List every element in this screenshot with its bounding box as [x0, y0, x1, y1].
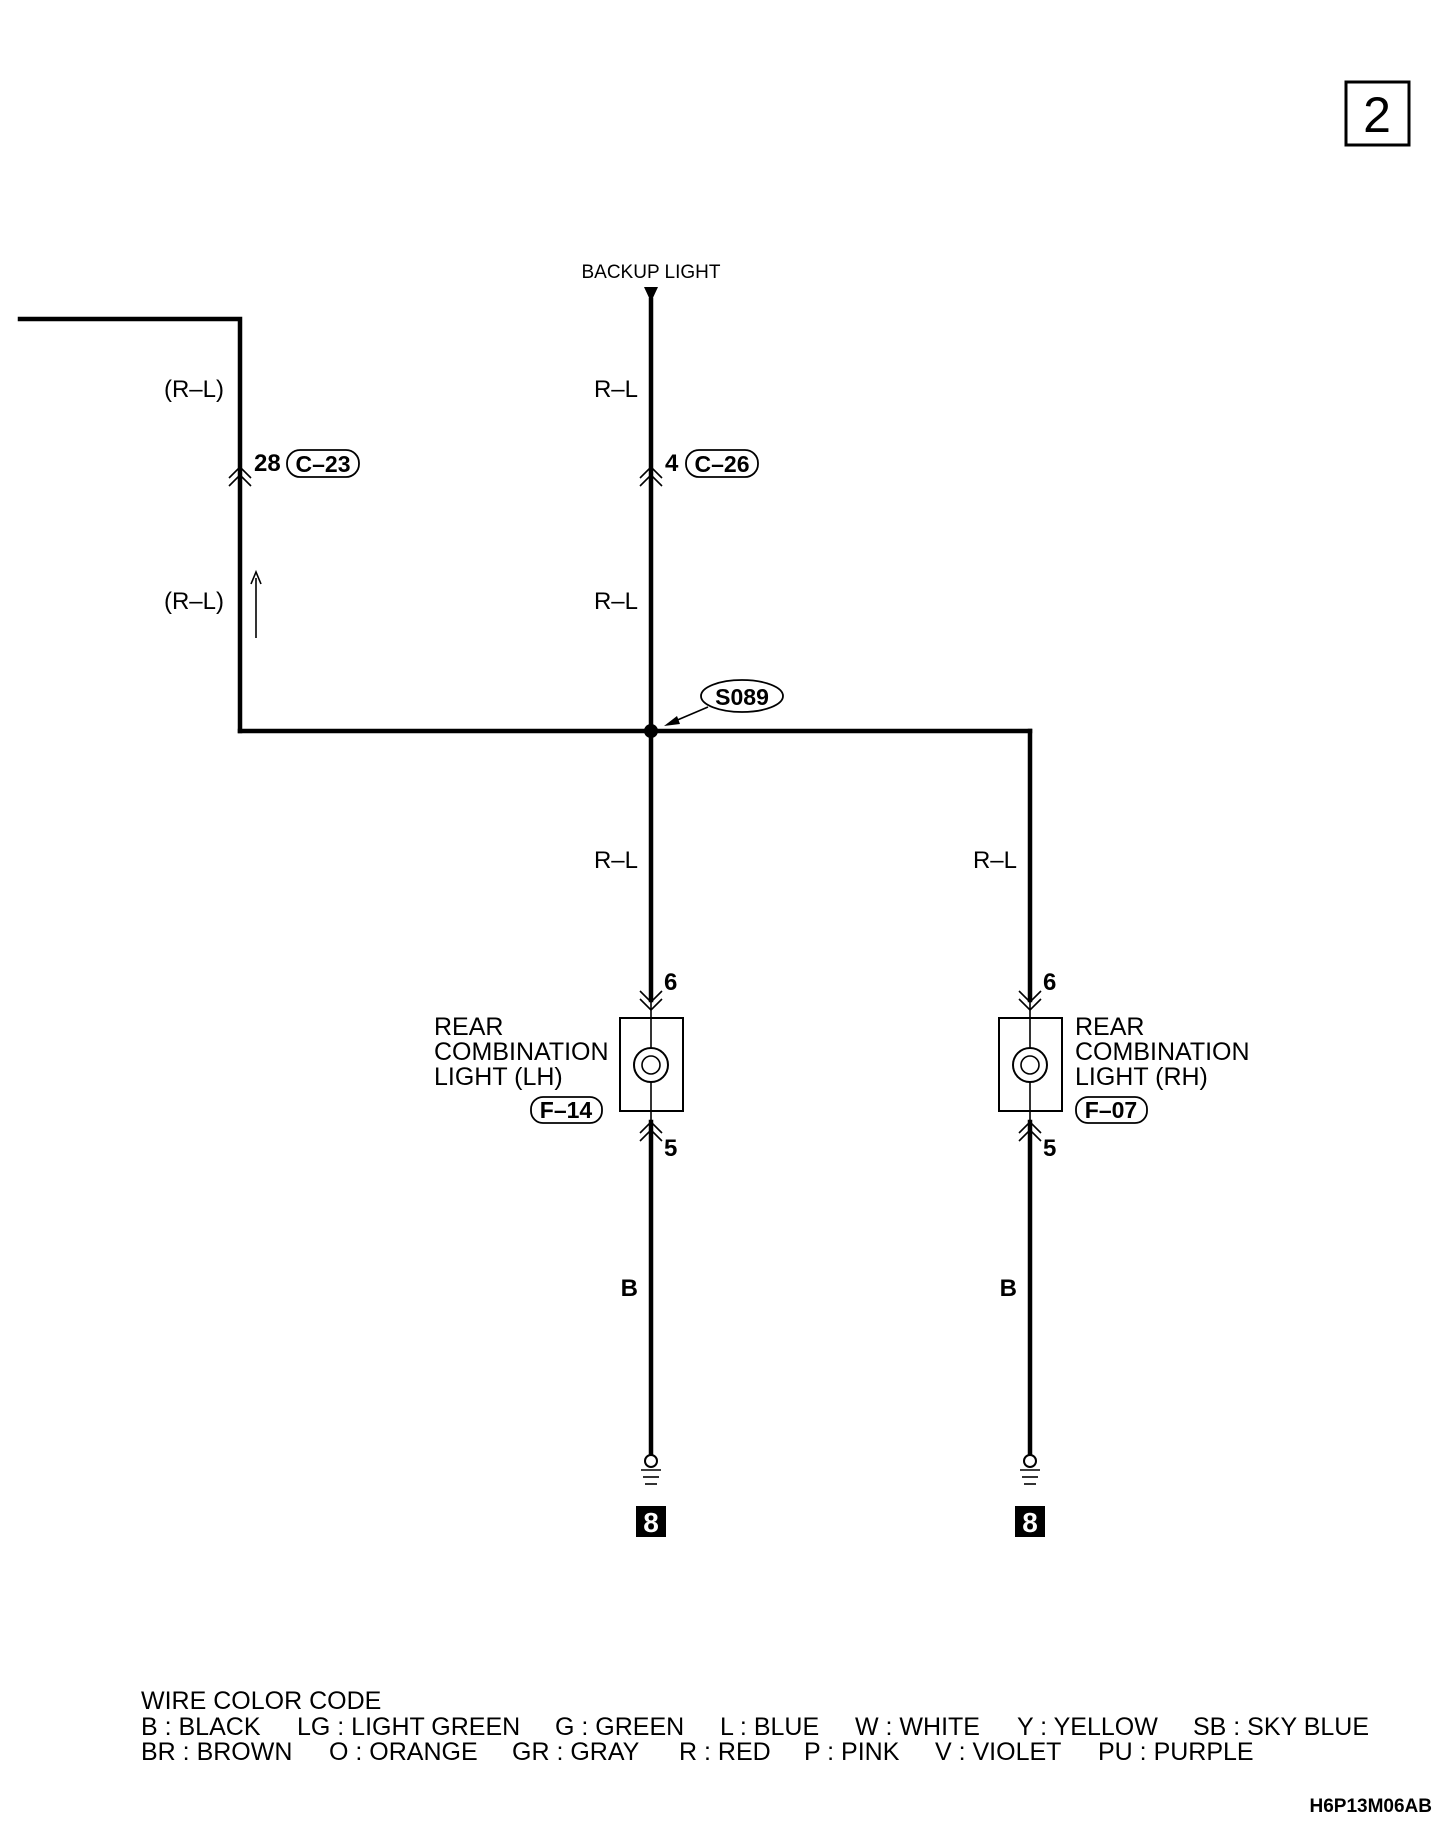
right-wire-color: R–L: [973, 847, 1017, 874]
rear-combination-light-lh: 6 5 REAR COMBINATION LIGHT (LH) F–14: [434, 969, 684, 1162]
rh-ground-wire-color: B: [1000, 1275, 1017, 1302]
legend-code-pu: PU : PURPLE: [1098, 1738, 1254, 1766]
ground-rh-symbol-icon: [1020, 1454, 1040, 1485]
lamp-rh-pin-top: 6: [1043, 969, 1056, 996]
lamp-lh-label-line2: COMBINATION: [434, 1038, 609, 1066]
lamp-lh-label-line1: REAR: [434, 1013, 503, 1041]
legend-code-v: V : VIOLET: [935, 1738, 1061, 1766]
lamp-lh-label-line3: LIGHT (LH): [434, 1063, 563, 1091]
lamp-rh-label-line3: LIGHT (RH): [1075, 1063, 1208, 1091]
center-lower-wire-color: R–L: [594, 847, 638, 874]
legend-code-lg: LG : LIGHT GREEN: [297, 1713, 520, 1741]
splice-pointer-arrow-icon: [664, 716, 680, 726]
current-flow-arrow-icon: [250, 569, 262, 638]
lamp-rh-pin-bottom: 5: [1043, 1135, 1056, 1162]
connector-c23-pin: 28: [254, 450, 281, 477]
legend-code-sb: SB : SKY BLUE: [1193, 1713, 1369, 1741]
splice-id: S089: [715, 684, 769, 710]
ground-lh-number: 8: [643, 1507, 659, 1538]
connector-c26-pin: 4: [665, 450, 679, 477]
legend-code-b: B : BLACK: [141, 1713, 261, 1741]
lamp-lh-bottom-connector-icon: [639, 1120, 663, 1142]
legend-code-y: Y : YELLOW: [1017, 1713, 1158, 1741]
page-number: 2: [1363, 87, 1391, 143]
rear-combination-light-rh: 6 5 REAR COMBINATION LIGHT (RH) F–07: [998, 969, 1250, 1162]
legend-code-g: G : GREEN: [555, 1713, 684, 1741]
wire-color-legend: WIRE COLOR CODE B : BLACK LG : LIGHT GRE…: [141, 1687, 1369, 1766]
lamp-rh-connector-id: F–07: [1085, 1097, 1137, 1123]
lamp-lh-pin-bottom: 5: [664, 1135, 677, 1162]
connector-c23: 28 C–23: [228, 449, 360, 487]
ground-rh-number: 8: [1022, 1507, 1038, 1538]
figure-code: H6P13M06AB: [1310, 1796, 1433, 1817]
left-wire: [17, 316, 243, 734]
connector-c26-symbol-icon: [639, 465, 663, 487]
lamp-rh-bottom-connector-icon: [1018, 1120, 1042, 1142]
center-upper-wire-color: R–L: [594, 376, 638, 403]
legend-code-l: L : BLUE: [720, 1713, 819, 1741]
legend-title: WIRE COLOR CODE: [141, 1687, 381, 1715]
lh-ground-wire-color: B: [621, 1275, 638, 1302]
backup-light-label: BACKUP LIGHT: [581, 262, 720, 283]
lamp-rh-label-line1: REAR: [1075, 1013, 1144, 1041]
ground-lh-symbol-icon: [641, 1454, 661, 1485]
legend-code-o: O : ORANGE: [329, 1738, 478, 1766]
connector-c26-id: C–26: [695, 451, 750, 477]
legend-code-w: W : WHITE: [855, 1713, 980, 1741]
lamp-lh-bulb-icon: [633, 1047, 669, 1083]
lamp-lh-pin-top: 6: [664, 969, 677, 996]
legend-code-br: BR : BROWN: [141, 1738, 292, 1766]
ground-lh: 8: [636, 1454, 666, 1538]
wire-network: [17, 297, 1033, 1458]
ground-rh: 8: [1015, 1454, 1045, 1538]
backup-light-arrow-icon: [644, 287, 658, 302]
legend-code-p: P : PINK: [804, 1738, 900, 1766]
center-middle-wire-color: R–L: [594, 588, 638, 615]
lamp-rh-label-line2: COMBINATION: [1075, 1038, 1250, 1066]
legend-code-gr: GR : GRAY: [512, 1738, 640, 1766]
splice-junction-dot: [644, 724, 658, 738]
left-lower-wire-color: (R–L): [164, 588, 224, 615]
connector-c23-id: C–23: [296, 451, 351, 477]
connector-c26: 4 C–26: [639, 449, 759, 487]
connector-c23-symbol-icon: [228, 465, 252, 487]
splice-s089: S089: [644, 679, 784, 738]
lamp-lh-connector-id: F–14: [540, 1097, 593, 1123]
lamp-rh-bulb-icon: [1012, 1047, 1048, 1083]
page-number-box: 2: [1344, 80, 1411, 147]
legend-code-r: R : RED: [679, 1738, 771, 1766]
left-upper-wire-color: (R–L): [164, 376, 224, 403]
